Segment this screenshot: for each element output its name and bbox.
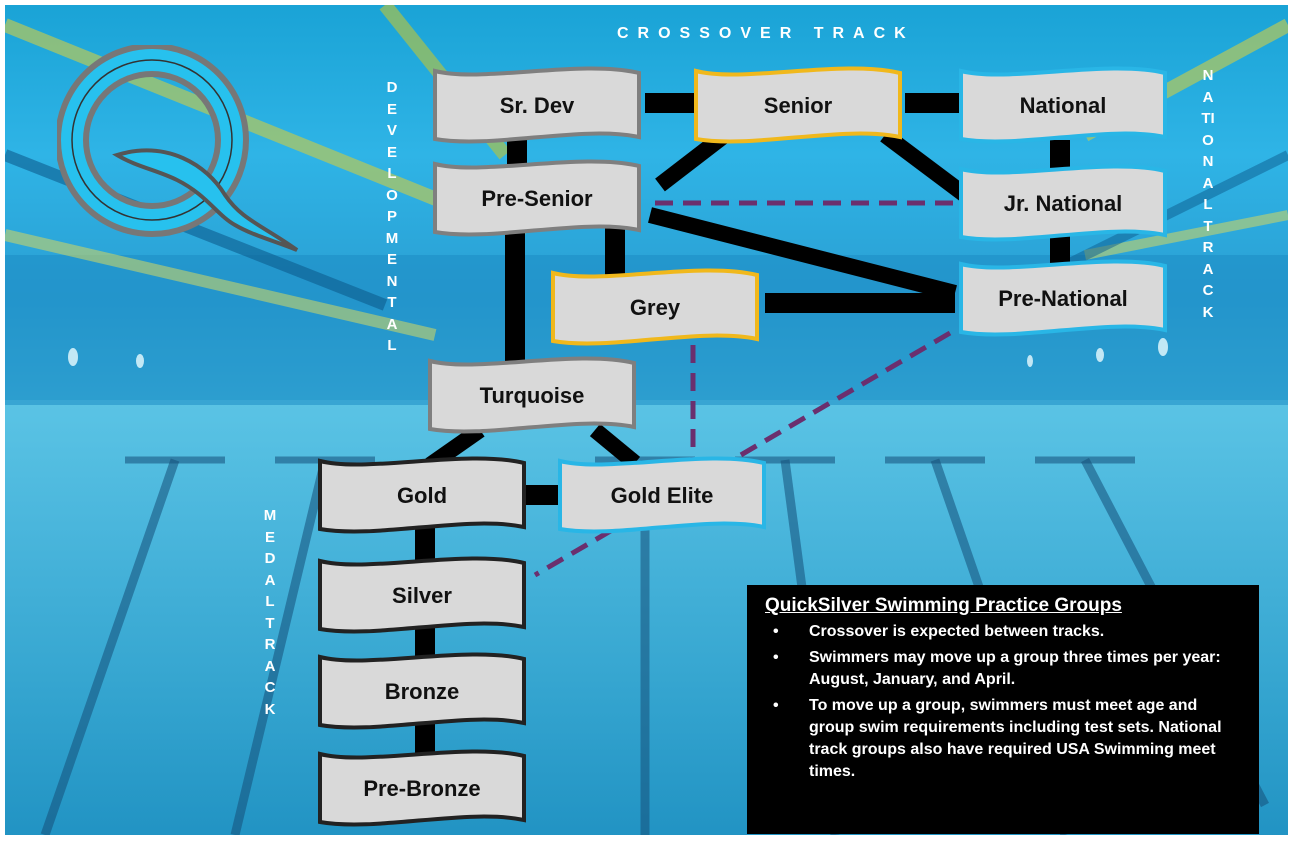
group-pre-bronze-label: Pre-Bronze <box>363 776 481 801</box>
crossover-track-label: CROSSOVER TRACK <box>617 25 915 42</box>
group-gold-elite-label: Gold Elite <box>610 483 714 508</box>
group-bronze-label: Bronze <box>384 679 460 704</box>
link-senior-presenior <box>655 128 730 192</box>
group-sr-dev-label: Sr. Dev <box>499 93 575 118</box>
group-pre-senior-label: Pre-Senior <box>481 186 593 211</box>
group-pre-national-label: Pre-National <box>998 286 1128 311</box>
group-silver: Silver <box>317 556 527 635</box>
group-senior-label: Senior <box>763 93 833 118</box>
group-turquoise-label: Turquoise <box>479 383 585 408</box>
group-senior: Senior <box>693 66 903 145</box>
link-presenior-prenational <box>648 207 957 301</box>
group-pre-bronze: Pre-Bronze <box>317 749 527 828</box>
info-title: QuickSilver Swimming Practice Groups <box>765 595 1122 616</box>
info-bullet: To move up a group, swimmers must meet a… <box>765 695 1245 783</box>
info-bullet: Crossover is expected between tracks. <box>765 621 1245 643</box>
info-box: QuickSilver Swimming Practice Groups Cro… <box>747 585 1259 834</box>
info-bullet: Swimmers may move up a group three times… <box>765 647 1245 691</box>
diagram-canvas: CROSSOVER TRACK DEVELOPMENTAL NATIONAL T… <box>5 5 1288 835</box>
medal-track-text: MEDAL TRACK <box>263 507 277 718</box>
group-gold: Gold <box>317 456 527 535</box>
link-senior-jrnational <box>880 128 970 202</box>
group-sr-dev: Sr. Dev <box>432 66 642 145</box>
group-jr-national-label: Jr. National <box>1003 191 1123 216</box>
dashed-prenational-silver <box>533 330 952 578</box>
group-gold-elite: Gold Elite <box>557 456 767 535</box>
group-turquoise: Turquoise <box>427 356 637 435</box>
info-bullet-list: Crossover is expected between tracks. Sw… <box>765 621 1245 783</box>
group-grey-label: Grey <box>629 295 681 320</box>
group-silver-label: Silver <box>392 583 452 608</box>
group-gold-label: Gold <box>396 483 448 508</box>
group-national: National <box>958 66 1168 145</box>
national-track-label: NATIONAL TRACK <box>1200 65 1216 323</box>
link-turquoise-goldelite <box>589 423 641 470</box>
connector-lines <box>415 93 1070 757</box>
group-grey: Grey <box>550 268 760 347</box>
group-jr-national: Jr. National <box>958 164 1168 243</box>
group-pre-national: Pre-National <box>958 259 1168 338</box>
group-bronze: Bronze <box>317 652 527 731</box>
developmental-track-label: DEVELOPMENTAL <box>385 79 399 354</box>
group-pre-senior: Pre-Senior <box>432 159 642 238</box>
medal-track-label: MEDAL TRACK <box>262 505 278 720</box>
national-track-text: NATIONAL TRACK <box>1201 67 1215 321</box>
group-national-label: National <box>1019 93 1107 118</box>
quicksilver-q-logo <box>57 45 299 252</box>
